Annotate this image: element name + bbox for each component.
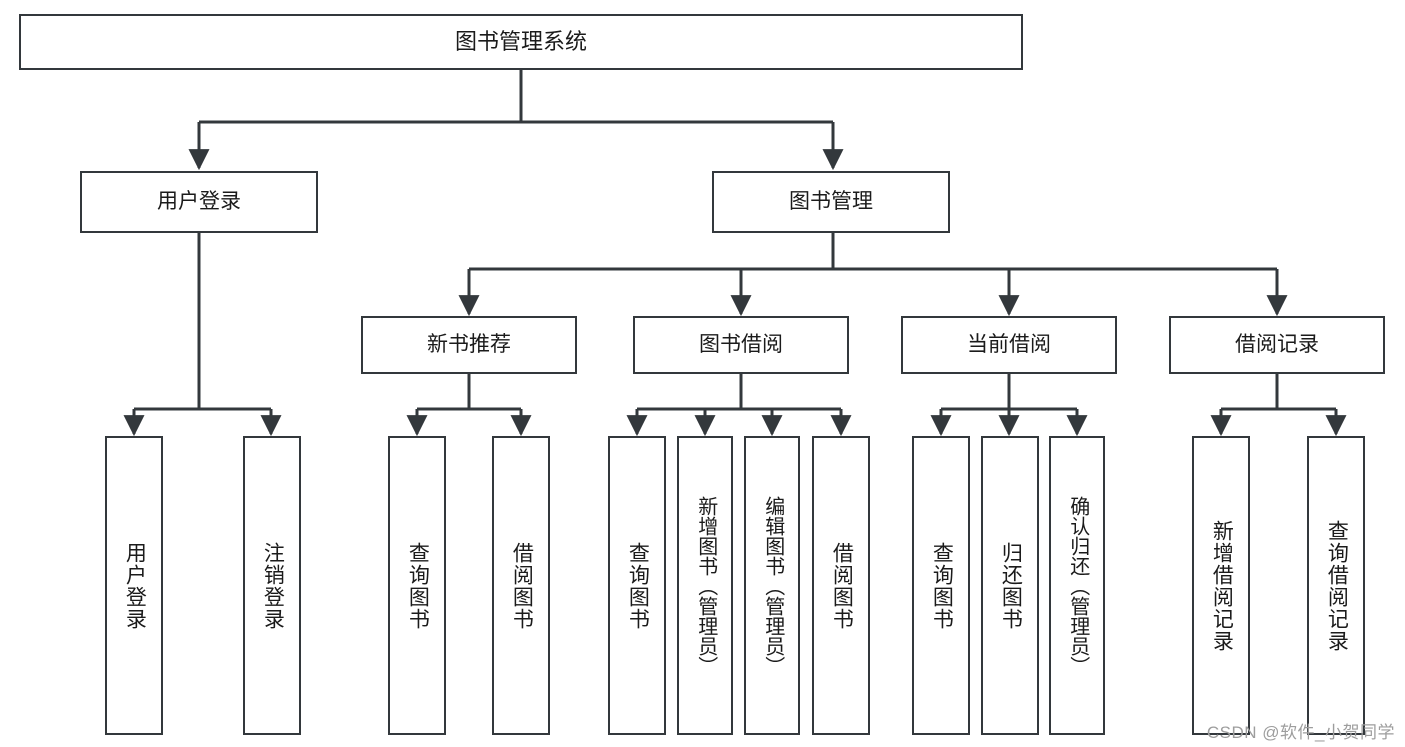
node-borrow-record-label: 借阅记录: [1235, 332, 1319, 356]
node-leaf-add-book-label: 新增图书（管理员）: [694, 495, 717, 676]
node-book-borrow-label: 图书借阅: [699, 332, 783, 356]
node-book-borrow[interactable]: 图书借阅: [633, 316, 849, 374]
node-leaf-user-login[interactable]: 用户登录: [105, 436, 163, 735]
node-new-book-recommend-label: 新书推荐: [427, 332, 511, 356]
node-book-manage[interactable]: 图书管理: [712, 171, 950, 233]
node-leaf-logout-label: 注销登录: [261, 541, 285, 630]
node-leaf-query-book-3[interactable]: 查询图书: [912, 436, 970, 735]
node-borrow-record[interactable]: 借阅记录: [1169, 316, 1385, 374]
node-leaf-return-book[interactable]: 归还图书: [981, 436, 1039, 735]
node-leaf-borrow-book-2-label: 借阅图书: [830, 541, 854, 630]
node-new-book-recommend[interactable]: 新书推荐: [361, 316, 577, 374]
node-user-login-label: 用户登录: [157, 189, 241, 213]
node-leaf-query-record-label: 查询借阅记录: [1325, 519, 1349, 652]
node-leaf-borrow-book-2[interactable]: 借阅图书: [812, 436, 870, 735]
node-leaf-query-book-3-label: 查询图书: [930, 541, 954, 630]
node-leaf-borrow-book-1-label: 借阅图书: [510, 541, 534, 630]
node-leaf-query-book-1[interactable]: 查询图书: [388, 436, 446, 735]
node-leaf-edit-book[interactable]: 编辑图书（管理员）: [744, 436, 800, 735]
node-root-label: 图书管理系统: [454, 29, 587, 55]
node-book-manage-label: 图书管理: [789, 189, 873, 213]
node-current-borrow-label: 当前借阅: [967, 332, 1051, 356]
node-leaf-confirm-return[interactable]: 确认归还（管理员）: [1049, 436, 1105, 735]
node-leaf-confirm-return-label: 确认归还（管理员）: [1066, 495, 1089, 676]
node-leaf-return-book-label: 归还图书: [999, 541, 1023, 630]
node-leaf-edit-book-label: 编辑图书（管理员）: [761, 495, 784, 676]
node-leaf-borrow-book-1[interactable]: 借阅图书: [492, 436, 550, 735]
node-leaf-logout[interactable]: 注销登录: [243, 436, 301, 735]
node-leaf-add-record[interactable]: 新增借阅记录: [1192, 436, 1250, 735]
node-root[interactable]: 图书管理系统: [19, 14, 1023, 70]
node-user-login[interactable]: 用户登录: [80, 171, 318, 233]
node-leaf-query-record[interactable]: 查询借阅记录: [1307, 436, 1365, 735]
node-leaf-user-login-label: 用户登录: [123, 541, 147, 630]
node-leaf-add-book[interactable]: 新增图书（管理员）: [677, 436, 733, 735]
node-leaf-add-record-label: 新增借阅记录: [1210, 519, 1234, 652]
node-leaf-query-book-2[interactable]: 查询图书: [608, 436, 666, 735]
node-leaf-query-book-2-label: 查询图书: [626, 541, 650, 630]
csdn-watermark: CSDN @软件_小贺同学: [1206, 723, 1395, 742]
node-current-borrow[interactable]: 当前借阅: [901, 316, 1117, 374]
node-leaf-query-book-1-label: 查询图书: [406, 541, 430, 630]
